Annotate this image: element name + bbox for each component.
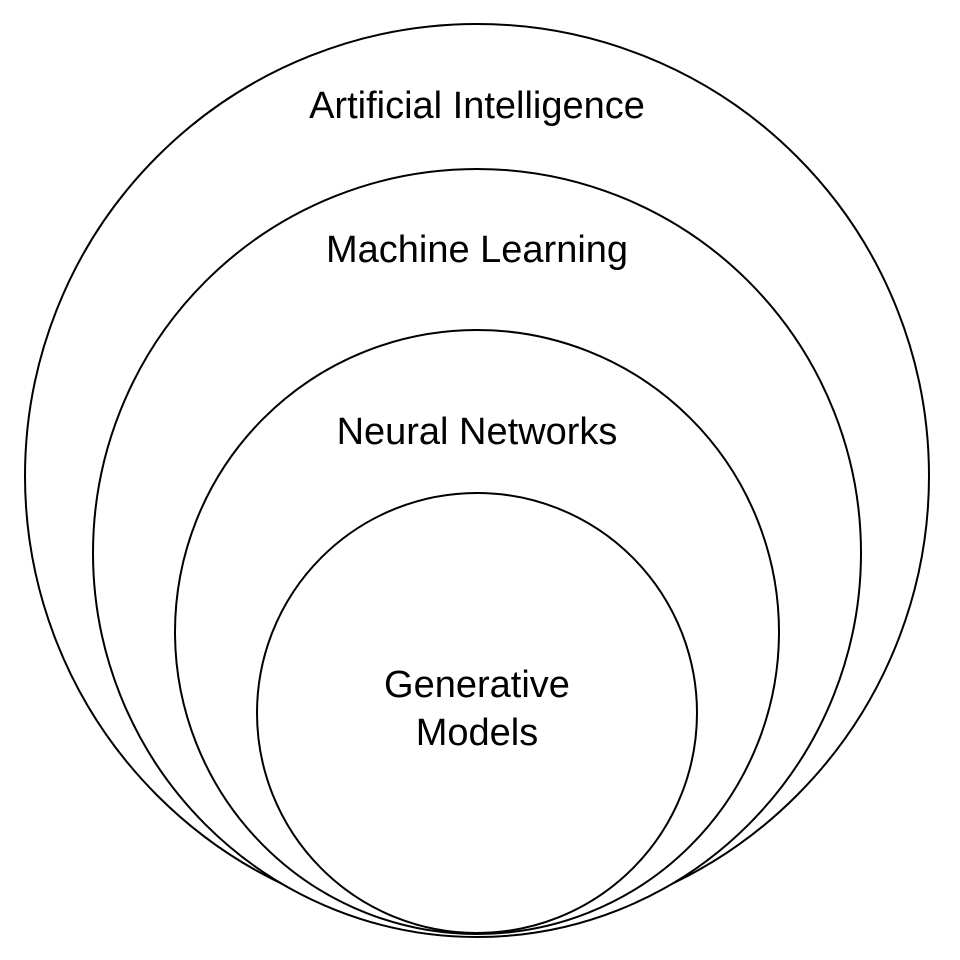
label-generative-models-line-1: Generative <box>384 664 570 706</box>
label-neural-networks: Neural Networks <box>337 411 618 453</box>
label-machine-learning: Machine Learning <box>326 229 628 271</box>
circle-generative-models <box>256 492 698 934</box>
label-artificial-intelligence: Artificial Intelligence <box>309 85 645 127</box>
circle-group-generative-models: Generative Models <box>256 492 698 934</box>
label-generative-models-line-2: Models <box>416 712 539 754</box>
